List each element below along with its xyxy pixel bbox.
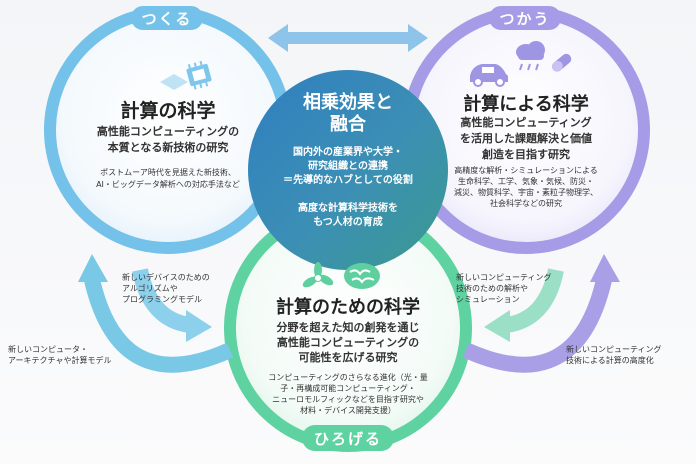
right-inner-arrow-label: 新しいコンピューティング 技術のための解析や シミュレーション xyxy=(456,273,552,304)
chip-board-icon xyxy=(160,74,188,90)
tsukau-label: つかう xyxy=(499,10,551,28)
hirogeru-subtitle: 分野を超えた知の創発を通じ 高性能コンピューティングの 可能性を広げる研究 xyxy=(276,321,420,364)
hirogeru-detail: コンピューティングのさらなる進化（光・量 子・再構成可能コンピューティング・ ニ… xyxy=(268,373,428,415)
tsukuru-label: つくる xyxy=(141,10,193,28)
tsukau-subtitle: 高性能コンピューティング を活用した課題解決と価値 創造を目指す研究 xyxy=(460,116,592,161)
left-inner-arrow-label: 新しいデバイスのための アルゴリズムや プログラミングモデル xyxy=(122,273,210,304)
right-arrows xyxy=(462,254,620,373)
capsule-icon xyxy=(552,53,572,72)
tsukuru-detail: ポストムーア時代を見据えた新技術、 AI・ビッグデータ解析への対応手法など xyxy=(96,168,240,189)
brain-icon xyxy=(344,263,380,289)
center-talent-text: 高度な計算科学技術を もつ人材の育成 xyxy=(298,203,398,228)
left-outer-arrow-label: 新しいコンピュータ・ アーキテクチャや計算モデル xyxy=(8,345,112,365)
center-title: 相乗効果と 融合 xyxy=(303,92,393,135)
hirogeru-label: ひろげる xyxy=(313,430,382,448)
molecule-icon xyxy=(302,262,334,288)
cloud-rain-icon xyxy=(516,41,545,71)
top-double-arrow xyxy=(268,24,428,52)
cpu-chip-icon xyxy=(186,60,212,90)
tsukau-title: 計算による科学 xyxy=(463,94,589,115)
tsukau-detail: 高精度な解析・シミュレーションによる 生命科学、工学、気象・気候、防災・ 減災、… xyxy=(454,166,598,208)
center-circle xyxy=(248,70,448,270)
hirogeru-title: 計算のための科学 xyxy=(276,297,420,318)
left-arrows xyxy=(78,254,234,373)
right-outer-arrow-label: 新しいコンピューティング 技術による計算の高度化 xyxy=(566,345,662,365)
tsukuru-title: 計算の科学 xyxy=(120,100,216,122)
car-icon xyxy=(470,64,508,87)
center-collaboration-text: 国内外の産業界や大学・ 研究組織との連携 ＝先導的なハブとしての役割 xyxy=(283,147,413,186)
tsukuru-subtitle: 高性能コンピューティングの 本質となる新技術の研究 xyxy=(96,125,240,154)
